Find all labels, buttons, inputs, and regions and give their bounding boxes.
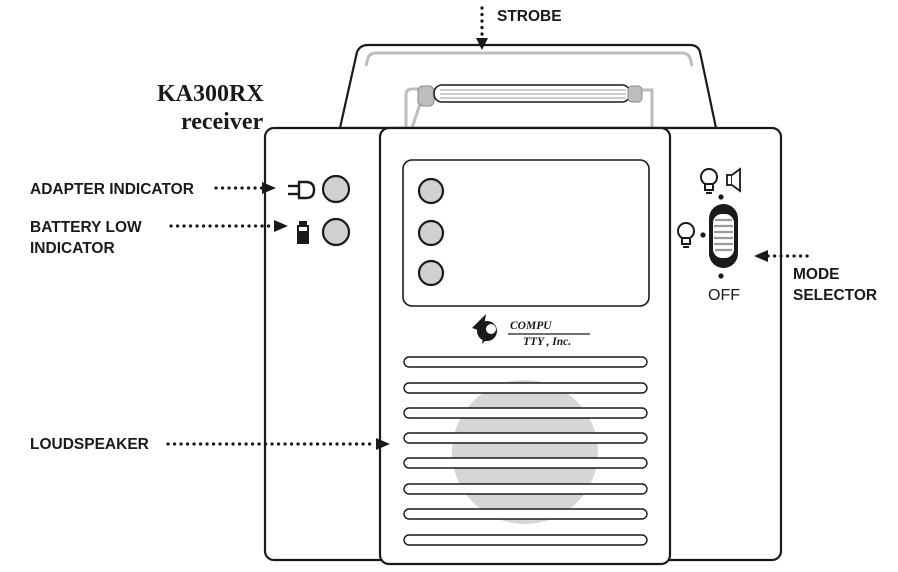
- speaker-cone: [452, 380, 598, 524]
- battery-low-label-line2: INDICATOR: [30, 240, 115, 257]
- display-light: [417, 177, 445, 205]
- battery-arrowhead: [274, 220, 288, 232]
- mode-selector-label-line1: MODE: [793, 266, 840, 283]
- display-window: [402, 159, 650, 307]
- loudspeaker-arrowhead: [376, 438, 390, 450]
- plug-icon: [288, 180, 316, 200]
- battery-low-indicator-light: [321, 217, 351, 247]
- mode-selector-arrowhead: [754, 250, 768, 262]
- display-light: [417, 219, 445, 247]
- bulb-icon: [700, 168, 718, 194]
- adapter-indicator-label: ADAPTER INDICATOR: [30, 181, 194, 198]
- display-light: [417, 259, 445, 287]
- device-title: KA300RX: [157, 81, 264, 107]
- loudspeaker: [403, 356, 648, 546]
- logo-line1: COMPU: [510, 320, 552, 332]
- loudspeaker-label: LOUDSPEAKER: [30, 436, 149, 453]
- strobe-arrowhead: [476, 38, 488, 50]
- speaker-icon: [726, 167, 741, 193]
- switch-off-label: OFF: [708, 287, 740, 304]
- battery-low-label-line1: BATTERY LOW: [30, 219, 142, 236]
- bulb-icon: [677, 222, 695, 248]
- mode-selector-label-line2: SELECTOR: [793, 287, 877, 304]
- battery-icon: [297, 221, 309, 244]
- strobe-housing-highlight: [364, 51, 694, 67]
- strobe-label: STROBE: [497, 8, 562, 25]
- speaker-grille: [403, 356, 648, 546]
- adapter-indicator-light: [321, 174, 351, 204]
- mode-selector-switch[interactable]: [709, 204, 738, 268]
- position-dot: [718, 194, 724, 200]
- position-dot: [700, 232, 706, 238]
- device-subtitle: receiver: [181, 109, 263, 135]
- adapter-arrowhead: [262, 182, 276, 194]
- position-dot: [718, 273, 724, 279]
- logo-line2: TTY , Inc.: [523, 336, 571, 348]
- strobe-tube: [404, 84, 654, 129]
- compu-tty-logo: COMPU TTY , Inc.: [472, 314, 590, 348]
